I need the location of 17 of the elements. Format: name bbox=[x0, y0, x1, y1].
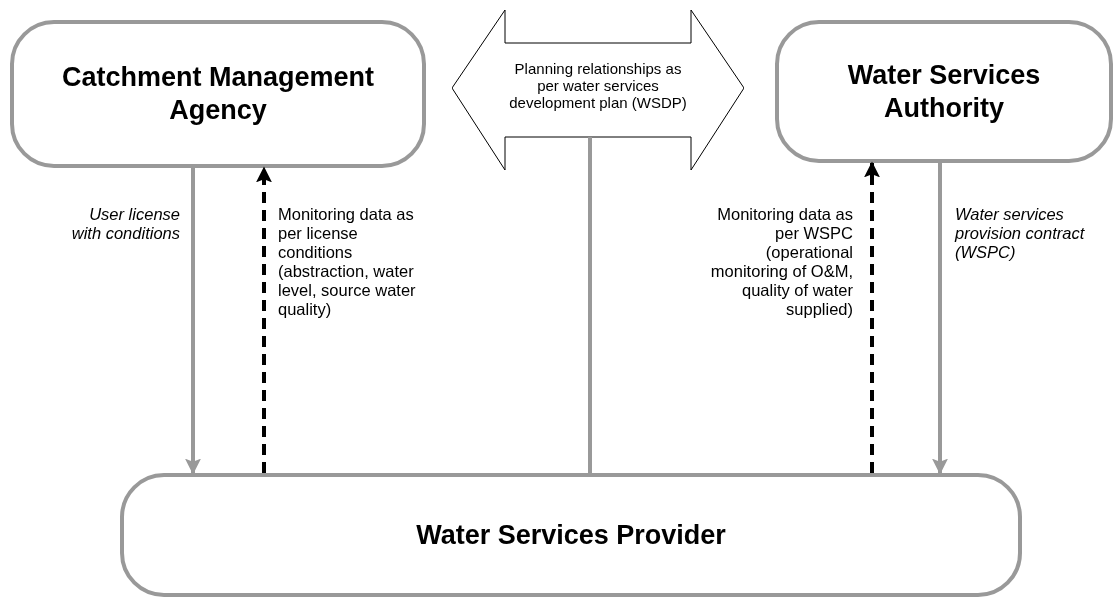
arrow bbox=[932, 163, 948, 475]
rounded-box bbox=[10, 20, 426, 168]
double-arrow-shape bbox=[452, 10, 744, 170]
dashed-arrow bbox=[256, 166, 272, 473]
edge-label: Water services provision contract (WSPC) bbox=[955, 205, 1085, 262]
edge-label: Monitoring data as per license conditions (abstraction, water level, source water quality) bbox=[278, 205, 417, 319]
node-title: Water Services Authority bbox=[846, 58, 1042, 125]
arrow-text: Planning relationships as per water services development plan (WSDP) bbox=[508, 60, 688, 111]
dashed-arrow bbox=[864, 161, 880, 473]
edge-label: Monitoring data as per WSPC (operational monitoring of O&M, quality of water supplied) bbox=[709, 205, 853, 319]
arrow bbox=[185, 168, 201, 475]
node-title: Water Services Provider bbox=[416, 518, 726, 552]
rounded-box bbox=[775, 20, 1113, 163]
edge-label: User license with conditions bbox=[70, 205, 180, 243]
connector-line bbox=[588, 137, 592, 473]
rounded-box bbox=[120, 473, 1022, 597]
node-title: Catchment Management Agency bbox=[60, 61, 376, 127]
